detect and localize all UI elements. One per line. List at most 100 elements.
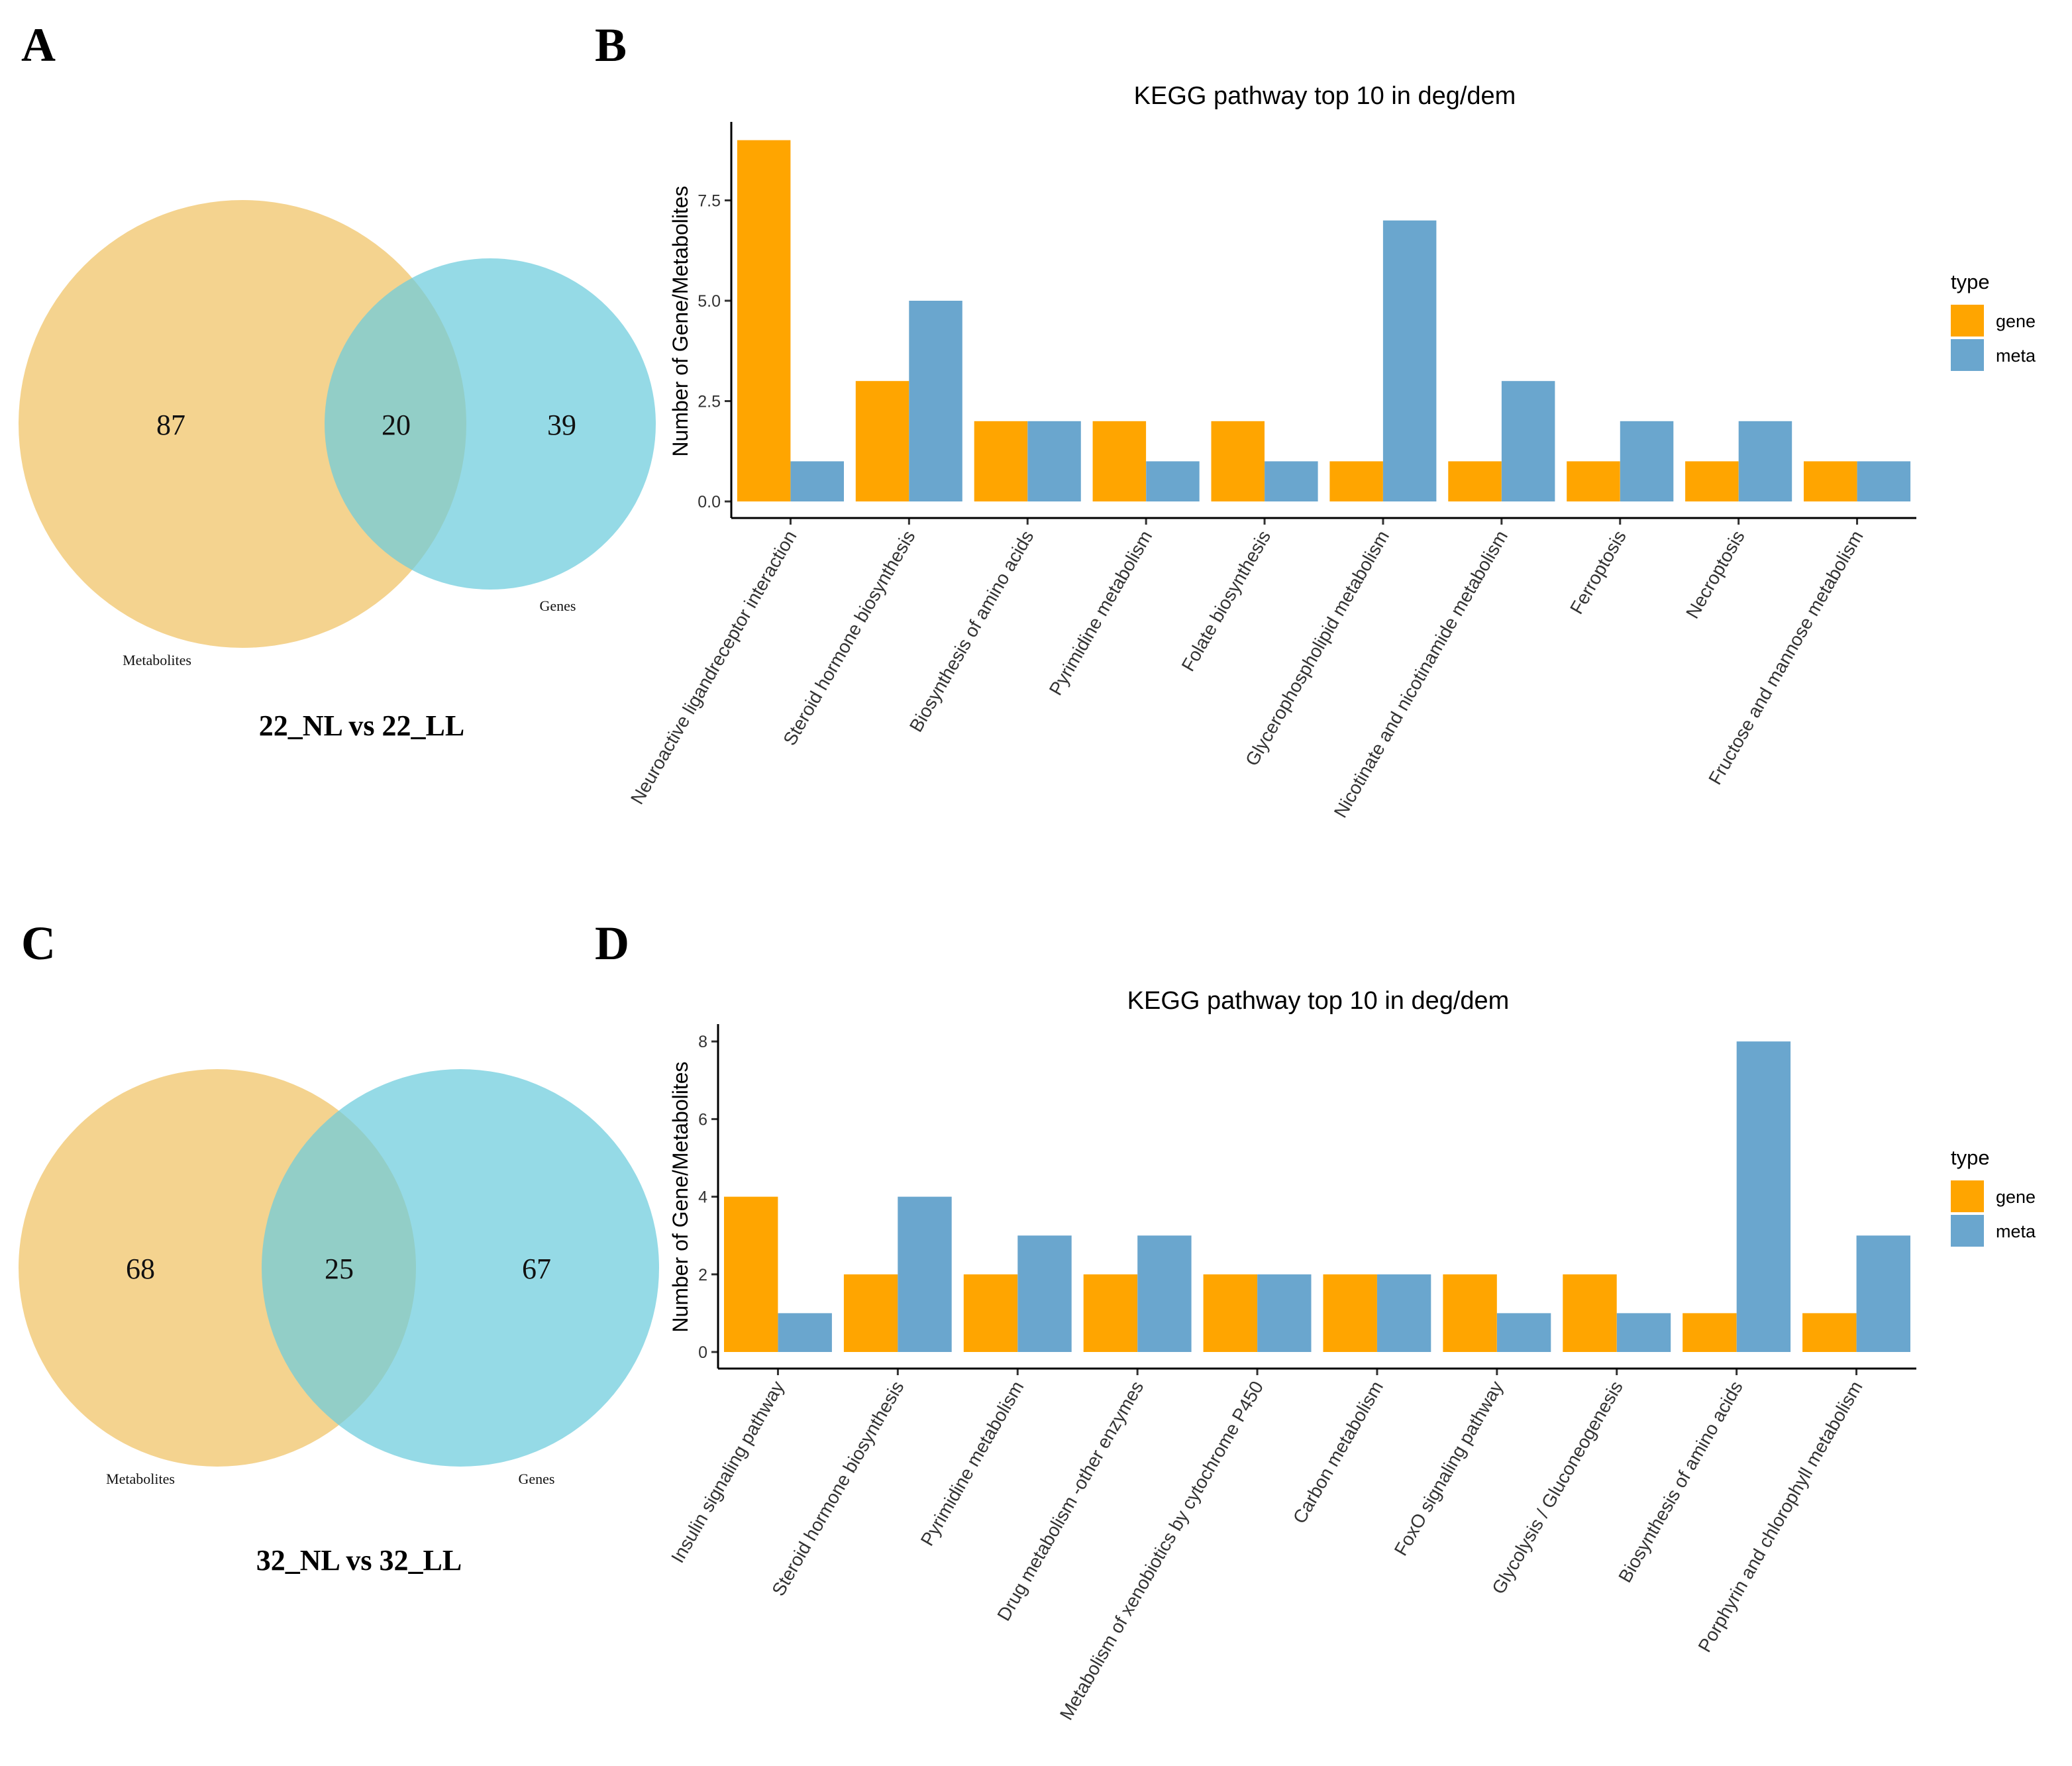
y-tick-label: 2.5 xyxy=(698,393,721,411)
chart-title: KEGG pathway top 10 in deg/dem xyxy=(1127,987,1510,1015)
bar-gene-foxo-signaling-pathway xyxy=(1443,1274,1497,1352)
bar-gene-metabolism-of-xenobiotics-by-cytochrome-p450 xyxy=(1203,1274,1257,1352)
venn-count-metabolites-only: 68 xyxy=(126,1253,155,1285)
venn-diagram-bottom: 68 25 67 Metabolites Genes 32_NL vs 32_L… xyxy=(19,1069,659,1577)
bar-meta-glycolysis-gluconeogenesis xyxy=(1616,1313,1671,1352)
x-ticks: Neuroactive ligandreceptor interactionSt… xyxy=(627,517,1916,821)
legend-swatch-gene xyxy=(1951,1180,1984,1212)
bar-gene-biosynthesis-of-amino-acids xyxy=(1683,1313,1737,1352)
legend-label-gene: gene xyxy=(1996,1187,2036,1207)
bars xyxy=(724,1041,1910,1352)
x-tick-label-glycolysis-gluconeogenesis: Glycolysis / Gluconeogenesis xyxy=(1488,1378,1627,1598)
x-tick-label-pyrimidine-metabolism: Pyrimidine metabolism xyxy=(1045,527,1157,699)
venn-circle-metabolites xyxy=(19,200,466,648)
y-tick-label: 8 xyxy=(698,1033,707,1051)
bar-gene-necroptosis xyxy=(1685,461,1739,501)
y-tick-label: 4 xyxy=(698,1188,707,1207)
venn-circle-genes xyxy=(262,1069,659,1467)
bar-meta-nicotinate-and-nicotinamide-metabolism xyxy=(1501,381,1555,501)
legend-title: type xyxy=(1951,270,1990,293)
bar-meta-steroid-hormone-biosynthesis xyxy=(909,301,962,501)
bar-meta-glycerophospholipid-metabolism xyxy=(1382,220,1437,501)
panel-label-a: A xyxy=(21,19,56,72)
bar-meta-biosynthesis-of-amino-acids xyxy=(1736,1041,1791,1352)
x-tick-label-insulin-signaling-pathway: Insulin signaling pathway xyxy=(667,1378,788,1567)
legend-swatch-gene xyxy=(1951,305,1984,337)
bars xyxy=(737,140,1911,502)
venn-set-label-metabolites: Metabolites xyxy=(123,652,191,668)
venn-count-genes-only: 67 xyxy=(522,1253,551,1285)
bar-gene-glycerophospholipid-metabolism xyxy=(1329,461,1383,501)
venn-set-label-genes: Genes xyxy=(540,597,576,614)
y-axis-label: Number of Gene/Metabolites xyxy=(668,185,692,456)
venn-set-label-genes: Genes xyxy=(519,1471,555,1487)
bar-gene-drug-metabolism-other-enzymes xyxy=(1083,1274,1138,1352)
venn-count-metabolites-only: 87 xyxy=(156,409,185,441)
bar-gene-insulin-signaling-pathway xyxy=(724,1196,778,1352)
legend: gene meta xyxy=(1951,305,2036,371)
bar-meta-ferroptosis xyxy=(1620,421,1674,501)
x-tick-label-glycerophospholipid-metabolism: Glycerophospholipid metabolism xyxy=(1241,527,1393,770)
bar-meta-carbon-metabolism xyxy=(1376,1274,1431,1352)
venn-diagram-top: 87 20 39 Metabolites Genes 22_NL vs 22_L… xyxy=(19,200,656,742)
bar-gene-ferroptosis xyxy=(1567,461,1620,501)
legend-label-gene: gene xyxy=(1996,311,2036,331)
bar-gene-fructose-and-mannose-metabolism xyxy=(1804,461,1857,501)
x-tick-label-biosynthesis-of-amino-acids: Biosynthesis of amino acids xyxy=(906,527,1038,736)
panel-label-b: B xyxy=(595,19,627,72)
bar-meta-fructose-and-mannose-metabolism xyxy=(1857,461,1911,501)
legend-swatch-meta xyxy=(1951,1215,1984,1247)
bar-gene-pyrimidine-metabolism xyxy=(963,1274,1018,1352)
y-axis-label: Number of Gene/Metabolites xyxy=(668,1061,692,1332)
y-tick-label: 2 xyxy=(698,1266,707,1284)
bar-chart-top: KEGG pathway top 10 in deg/dem Number of… xyxy=(627,82,2036,821)
panel-label-c: C xyxy=(21,917,56,970)
legend-title: type xyxy=(1951,1146,1990,1169)
x-tick-label-metabolism-of-xenobiotics-by-cytochrome-p450: Metabolism of xenobiotics by cytochrome … xyxy=(1056,1378,1267,1724)
venn-caption: 22_NL vs 22_LL xyxy=(259,709,465,742)
bar-meta-steroid-hormone-biosynthesis xyxy=(898,1196,952,1352)
bar-gene-biosynthesis-of-amino-acids xyxy=(974,421,1028,501)
legend-label-meta: meta xyxy=(1996,346,2036,366)
venn-count-genes-only: 39 xyxy=(547,409,576,441)
bar-chart-bottom: KEGG pathway top 10 in deg/dem Number of… xyxy=(667,987,2036,1724)
x-tick-label-drug-metabolism-other-enzymes: Drug metabolism -other enzymes xyxy=(993,1378,1147,1625)
bar-gene-steroid-hormone-biosynthesis xyxy=(843,1274,898,1352)
bar-gene-nicotinate-and-nicotinamide-metabolism xyxy=(1448,461,1502,501)
bar-meta-porphyrin-and-chlorophyll-metabolism xyxy=(1856,1235,1910,1352)
x-tick-label-pyrimidine-metabolism: Pyrimidine metabolism xyxy=(917,1378,1028,1549)
x-tick-label-folate-biosynthesis: Folate biosynthesis xyxy=(1178,527,1275,675)
venn-caption: 32_NL vs 32_LL xyxy=(256,1544,462,1577)
chart-title: KEGG pathway top 10 in deg/dem xyxy=(1134,82,1516,110)
x-tick-label-steroid-hormone-biosynthesis: Steroid hormone biosynthesis xyxy=(779,527,919,749)
x-tick-label-neuroactive-ligandreceptor-interaction: Neuroactive ligandreceptor interaction xyxy=(627,527,801,808)
bar-gene-carbon-metabolism xyxy=(1323,1274,1377,1352)
legend-swatch-meta xyxy=(1951,339,1984,371)
bar-gene-steroid-hormone-biosynthesis xyxy=(855,381,909,501)
x-tick-label-biosynthesis-of-amino-acids: Biosynthesis of amino acids xyxy=(1614,1378,1747,1586)
bar-meta-folate-biosynthesis xyxy=(1265,461,1318,501)
x-tick-label-ferroptosis: Ferroptosis xyxy=(1566,527,1630,618)
bar-gene-porphyrin-and-chlorophyll-metabolism xyxy=(1802,1313,1857,1352)
x-tick-label-steroid-hormone-biosynthesis: Steroid hormone biosynthesis xyxy=(768,1378,907,1600)
x-tick-label-carbon-metabolism: Carbon metabolism xyxy=(1289,1378,1387,1528)
bar-gene-pyrimidine-metabolism xyxy=(1092,421,1147,501)
y-tick-label: 5.0 xyxy=(698,292,721,311)
bar-meta-metabolism-of-xenobiotics-by-cytochrome-p450 xyxy=(1257,1274,1312,1352)
bar-meta-pyrimidine-metabolism xyxy=(1146,461,1200,501)
y-tick-label: 7.5 xyxy=(698,192,721,211)
venn-set-label-metabolites: Metabolites xyxy=(106,1471,175,1487)
panel-label-d: D xyxy=(595,917,629,970)
y-tick-label: 0 xyxy=(698,1343,707,1362)
venn-count-overlap: 25 xyxy=(325,1253,354,1285)
venn-count-overlap: 20 xyxy=(382,409,411,441)
x-tick-label-necroptosis: Necroptosis xyxy=(1682,527,1749,623)
bar-gene-neuroactive-ligandreceptor-interaction xyxy=(737,140,791,502)
bar-meta-pyrimidine-metabolism xyxy=(1017,1235,1072,1352)
y-ticks: 0.02.55.07.5 xyxy=(698,122,733,518)
bar-meta-biosynthesis-of-amino-acids xyxy=(1027,421,1081,501)
